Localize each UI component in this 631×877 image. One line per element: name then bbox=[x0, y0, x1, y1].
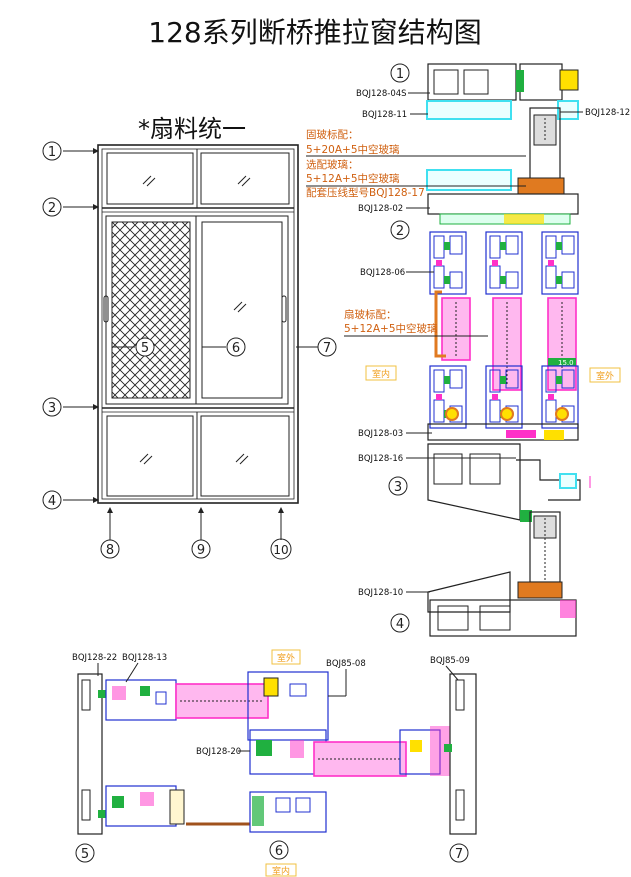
svg-text:室内: 室内 bbox=[272, 865, 290, 877]
callout-4-section: 4 bbox=[390, 613, 410, 633]
fixed-glass-title: 固玻标配： bbox=[306, 128, 359, 141]
svg-text:3: 3 bbox=[48, 401, 56, 416]
indoor-tag-bottom: 室内 bbox=[265, 863, 297, 877]
svg-text:6: 6 bbox=[275, 844, 283, 859]
callout-5-section: 5 bbox=[75, 843, 95, 863]
svg-text:5: 5 bbox=[141, 341, 149, 356]
label-bqj128-12: BQJ128-12 bbox=[585, 108, 630, 118]
svg-text:5: 5 bbox=[81, 847, 89, 862]
callout-10: 10 bbox=[270, 538, 292, 560]
callout-8: 8 bbox=[100, 539, 120, 559]
label-bqj128-06: BQJ128-06 bbox=[360, 268, 405, 278]
svg-text:室外: 室外 bbox=[596, 370, 614, 382]
vertical-leaders bbox=[406, 92, 583, 593]
vertical-section: 15.0 bbox=[426, 63, 591, 637]
note-leaders bbox=[306, 155, 526, 337]
svg-text:室外: 室外 bbox=[277, 652, 295, 664]
svg-text:6: 6 bbox=[232, 341, 240, 356]
outdoor-tag-bottom: 室外 bbox=[271, 649, 301, 665]
svg-text:9: 9 bbox=[197, 543, 205, 558]
label-bqj128-20: BQJ128-20 bbox=[196, 747, 241, 757]
callout-3: 3 bbox=[42, 397, 62, 417]
svg-text:4: 4 bbox=[48, 494, 56, 509]
callout-1-section: 1 bbox=[390, 63, 410, 83]
sash-glass-spec: 5+12A+5中空玻璃 bbox=[344, 322, 438, 335]
callout-9: 9 bbox=[191, 539, 211, 559]
callout-7-section: 7 bbox=[449, 843, 469, 863]
optional-glass-spec: 5+12A+5中空玻璃 bbox=[306, 172, 400, 185]
callout-6-section: 6 bbox=[269, 840, 289, 860]
label-bqj128-04s: BQJ128-04S bbox=[356, 89, 407, 99]
label-bqj128-16: BQJ128-16 bbox=[358, 454, 403, 464]
svg-text:1: 1 bbox=[396, 67, 404, 82]
callout-1: 1 bbox=[42, 141, 62, 161]
label-bqj128-10: BQJ128-10 bbox=[358, 588, 403, 598]
callout-5: 5 bbox=[135, 337, 155, 357]
svg-text:8: 8 bbox=[106, 543, 114, 558]
vertical-part-labels: BQJ128-04S BQJ128-11 BQJ128-12 BQJ128-02… bbox=[356, 89, 630, 598]
label-bqj85-09: BQJ85-09 bbox=[430, 656, 470, 666]
callout-7: 7 bbox=[317, 337, 337, 357]
svg-text:4: 4 bbox=[396, 617, 404, 632]
svg-text:室内: 室内 bbox=[372, 368, 390, 380]
dimension-15: 15.0 bbox=[558, 359, 574, 367]
elevation-pointers bbox=[63, 148, 318, 540]
horizontal-part-labels: BQJ128-22 BQJ128-13 BQJ85-08 BQJ85-09 BQ… bbox=[72, 653, 470, 757]
window-elevation bbox=[97, 144, 299, 504]
optional-glass-title: 选配玻璃： bbox=[306, 158, 359, 171]
sash-note-heading: *扇料统一 bbox=[138, 115, 246, 143]
glass-notes: 固玻标配： 5+20A+5中空玻璃 选配玻璃： 5+12A+5中空玻璃 配套压线… bbox=[306, 128, 438, 335]
svg-text:7: 7 bbox=[323, 341, 331, 356]
svg-text:10: 10 bbox=[273, 543, 288, 557]
horizontal-leaders bbox=[97, 662, 459, 752]
label-bqj128-13: BQJ128-13 bbox=[122, 653, 167, 663]
horizontal-section bbox=[77, 671, 477, 835]
label-bqj128-03: BQJ128-03 bbox=[358, 429, 403, 439]
label-bqj128-02: BQJ128-02 bbox=[358, 204, 403, 214]
outdoor-tag: 室外 bbox=[589, 367, 621, 383]
fixed-glass-spec: 5+20A+5中空玻璃 bbox=[306, 143, 400, 156]
callout-2: 2 bbox=[42, 197, 62, 217]
label-bqj128-22: BQJ128-22 bbox=[72, 653, 117, 663]
callout-3-section: 3 bbox=[388, 476, 408, 496]
svg-text:2: 2 bbox=[396, 224, 404, 239]
callout-6: 6 bbox=[226, 337, 246, 357]
svg-text:2: 2 bbox=[48, 201, 56, 216]
callout-2-section: 2 bbox=[390, 220, 410, 240]
label-bqj128-11: BQJ128-11 bbox=[362, 110, 407, 120]
callout-4: 4 bbox=[42, 490, 62, 510]
svg-text:1: 1 bbox=[48, 145, 56, 160]
indoor-tag: 室内 bbox=[365, 365, 397, 381]
label-bqj85-08: BQJ85-08 bbox=[326, 659, 366, 669]
svg-text:3: 3 bbox=[394, 480, 402, 495]
page-title: 128系列断桥推拉窗结构图 bbox=[148, 16, 481, 49]
sash-glass-title: 扇玻标配： bbox=[344, 308, 397, 321]
glazing-bead-note: 配套压线型号BQJ128-17 bbox=[306, 186, 425, 199]
svg-text:7: 7 bbox=[455, 847, 463, 862]
